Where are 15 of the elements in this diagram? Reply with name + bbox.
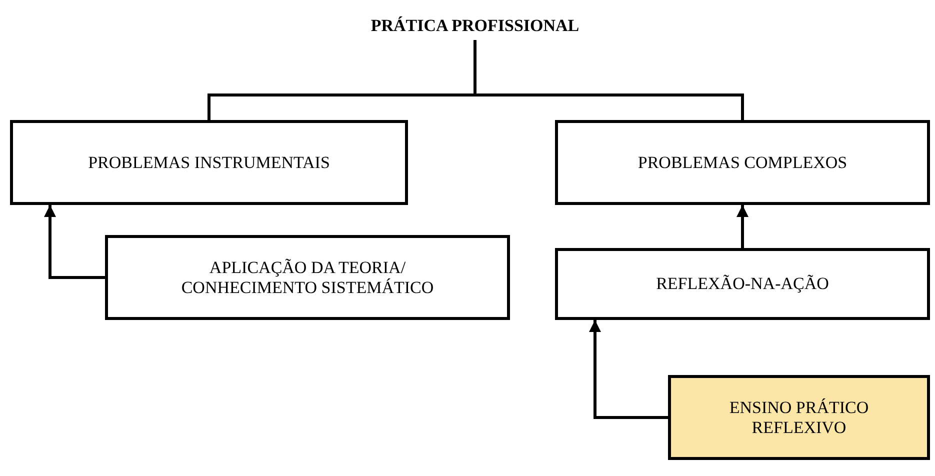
box-label: APLICAÇÃO DA TEORIA/ CONHECIMENTO SISTEMÁTICO: [180, 258, 435, 298]
root-node-label: PRÁTICA PROFISSIONAL: [370, 16, 580, 36]
box-label: REFLEXÃO-NA-AÇÃO: [656, 274, 829, 294]
box-label: ENSINO PRÁTICO REFLEXIVO: [728, 398, 870, 438]
arrow: [736, 205, 748, 248]
process-box: [668, 375, 930, 460]
box-label: PROBLEMAS INSTRUMENTAIS: [88, 152, 330, 172]
arrow: [589, 320, 668, 419]
process-box: [555, 120, 930, 205]
process-box: [10, 120, 408, 205]
arrow: [44, 205, 105, 279]
connector-line: [474, 40, 744, 120]
process-box: [105, 235, 510, 320]
process-box: [555, 248, 930, 320]
box-label: PROBLEMAS COMPLEXOS: [638, 152, 848, 172]
